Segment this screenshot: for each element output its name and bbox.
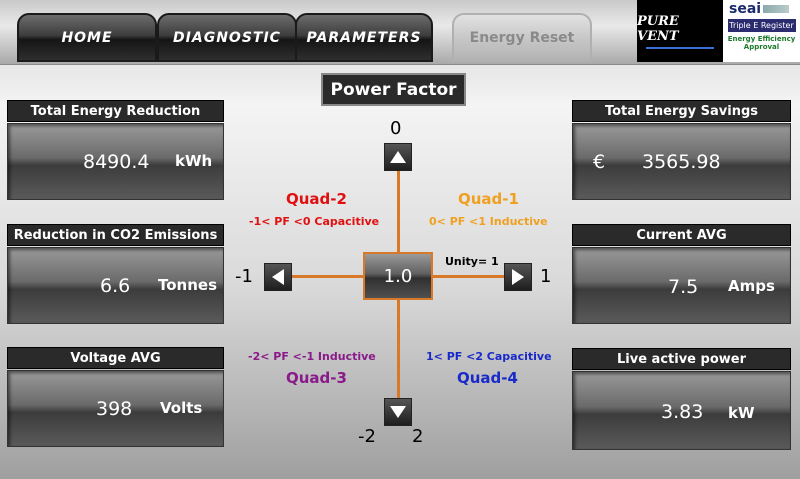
- voltage-avg-value: 398: [96, 398, 133, 420]
- arrow-down-icon: [390, 406, 406, 418]
- power-factor-value: 1.0: [363, 252, 433, 300]
- seai-wordmark: seai: [723, 1, 800, 17]
- live-active-power-unit: kW: [728, 404, 755, 422]
- arrow-down-button[interactable]: [384, 398, 412, 426]
- live-active-power-panel: 3.83 kW: [572, 371, 791, 450]
- quad-4-desc: 1< PF <2 Capacitive: [426, 350, 552, 363]
- quad-3-title: Quad-3: [286, 369, 347, 387]
- tab-parameters[interactable]: PARAMETERS: [295, 13, 433, 62]
- quad-2-title: Quad-2: [286, 190, 347, 208]
- quad-2-desc: -1< PF <0 Capacitive: [249, 215, 380, 228]
- seai-logo: seai Triple E Register Energy Efficiency…: [723, 0, 800, 62]
- live-active-power-value: 3.83: [661, 401, 704, 423]
- pf-axis-bottom-left-label: -2: [358, 426, 376, 447]
- arrow-up-icon: [390, 151, 406, 163]
- voltage-avg-unit: Volts: [160, 399, 203, 417]
- arrow-right-icon: [512, 269, 524, 285]
- tab-diagnostic[interactable]: DIAGNOSTIC: [157, 13, 297, 62]
- voltage-avg-panel: 398 Volts: [7, 370, 224, 447]
- power-factor-title: Power Factor: [321, 73, 466, 106]
- quad-1-title: Quad-1: [458, 190, 519, 208]
- pure-vent-logo-underline: [646, 46, 714, 49]
- currency-symbol: €: [593, 151, 606, 173]
- live-active-power-label: Live active power: [572, 348, 791, 370]
- quad-4-title: Quad-4: [457, 369, 518, 387]
- total-energy-reduction-value: 8490.4: [83, 151, 150, 173]
- pf-axis-left-label: -1: [235, 266, 253, 287]
- energy-reset-button[interactable]: Energy Reset: [452, 13, 592, 62]
- pf-axis-top-label: 0: [390, 118, 402, 139]
- total-energy-reduction-label: Total Energy Reduction: [7, 100, 224, 122]
- pf-axis-right-label: 1: [540, 266, 552, 287]
- arrow-up-button[interactable]: [384, 143, 412, 171]
- total-energy-reduction-unit: kWh: [175, 152, 213, 170]
- total-energy-savings-panel: € 3565.98: [572, 123, 791, 200]
- seai-register-badge: Triple E Register: [727, 19, 796, 32]
- tab-home[interactable]: HOME: [17, 13, 157, 62]
- arrow-left-button[interactable]: [264, 263, 292, 291]
- co2-reduction-value: 6.6: [100, 275, 131, 297]
- total-energy-savings-value: 3565.98: [642, 151, 721, 173]
- seai-wordmark-text: seai: [729, 1, 762, 17]
- current-avg-label: Current AVG: [572, 224, 791, 246]
- quad-1-desc: 0< PF <1 Inductive: [429, 215, 548, 228]
- current-avg-value: 7.5: [668, 276, 699, 298]
- co2-reduction-unit: Tonnes: [158, 276, 218, 294]
- seai-approval-text: Energy Efficiency Approval: [727, 35, 796, 51]
- arrow-left-icon: [272, 269, 284, 285]
- arrow-right-button[interactable]: [504, 263, 532, 291]
- quad-3-desc: -2< PF <-1 Inductive: [248, 350, 376, 363]
- total-energy-savings-label: Total Energy Savings: [572, 100, 791, 122]
- current-avg-unit: Amps: [728, 277, 775, 295]
- co2-reduction-panel: 6.6 Tonnes: [7, 247, 224, 324]
- pure-vent-logo-text: PURE VENT: [637, 13, 679, 44]
- pure-vent-logo: PURE VENT: [637, 0, 723, 62]
- unity-label: Unity= 1: [445, 255, 499, 268]
- seai-emblem: [763, 5, 790, 13]
- pf-axis-bottom-right-label: 2: [412, 426, 424, 447]
- voltage-avg-label: Voltage AVG: [7, 347, 224, 369]
- co2-reduction-label: Reduction in CO2 Emissions: [7, 224, 224, 246]
- current-avg-panel: 7.5 Amps: [572, 247, 791, 324]
- total-energy-reduction-panel: 8490.4 kWh: [7, 123, 224, 200]
